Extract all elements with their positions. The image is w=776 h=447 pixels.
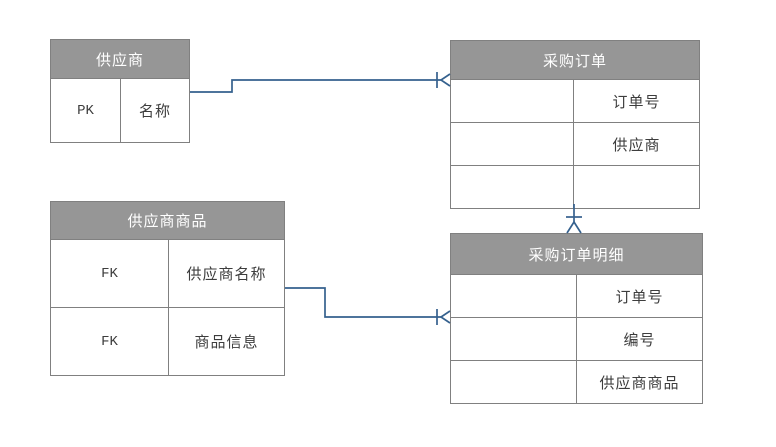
key-cell: PK bbox=[51, 79, 121, 142]
relationship-supplier-product-detail[interactable] bbox=[285, 288, 450, 325]
key-cell bbox=[451, 80, 574, 122]
entity-purchase-order-detail[interactable]: 采购订单明细 订单号 编号 供应商商品 bbox=[450, 233, 703, 404]
key-cell: FK bbox=[51, 240, 169, 307]
table-row: PK 名称 bbox=[51, 78, 189, 142]
key-cell: FK bbox=[51, 308, 169, 375]
entity-supplier[interactable]: 供应商 PK 名称 bbox=[50, 39, 190, 143]
entity-purchase-order[interactable]: 采购订单 订单号 供应商 bbox=[450, 40, 700, 209]
crow-foot-icon bbox=[441, 311, 450, 323]
key-cell bbox=[451, 361, 577, 403]
table-row: FK 商品信息 bbox=[51, 307, 284, 375]
table-row: FK 供应商名称 bbox=[51, 239, 284, 307]
table-row: 供应商商品 bbox=[451, 360, 702, 403]
entity-purchase-order-title: 采购订单 bbox=[451, 41, 699, 79]
entity-supplier-product-title: 供应商商品 bbox=[51, 202, 284, 239]
field-cell bbox=[574, 166, 699, 208]
entity-purchase-order-detail-title: 采购订单明细 bbox=[451, 234, 702, 274]
table-row: 订单号 bbox=[451, 79, 699, 122]
crow-foot-icon bbox=[567, 222, 581, 233]
field-cell: 订单号 bbox=[612, 93, 661, 111]
crow-foot-icon bbox=[441, 74, 450, 86]
table-row: 供应商 bbox=[451, 122, 699, 165]
table-row: 编号 bbox=[451, 317, 702, 360]
field-cell: 编号 bbox=[623, 331, 656, 349]
relationship-supplier-purchase-order[interactable] bbox=[190, 72, 450, 92]
field-cell: 名称 bbox=[138, 103, 171, 120]
table-row: 订单号 bbox=[451, 274, 702, 317]
field-cell: 商品信息 bbox=[194, 334, 259, 351]
key-cell bbox=[451, 123, 574, 165]
field-cell: 供应商名称 bbox=[186, 266, 267, 283]
key-cell bbox=[451, 275, 577, 317]
table-row bbox=[451, 165, 699, 208]
key-cell bbox=[451, 318, 577, 360]
field-cell: 供应商 bbox=[612, 136, 661, 154]
connector-line bbox=[285, 288, 441, 317]
field-cell: 订单号 bbox=[615, 288, 664, 306]
connector-line bbox=[190, 80, 441, 92]
field-cell: 供应商商品 bbox=[599, 374, 680, 392]
entity-supplier-product[interactable]: 供应商商品 FK 供应商名称 FK 商品信息 bbox=[50, 201, 285, 376]
entity-supplier-title: 供应商 bbox=[51, 40, 189, 78]
key-cell bbox=[451, 166, 574, 208]
